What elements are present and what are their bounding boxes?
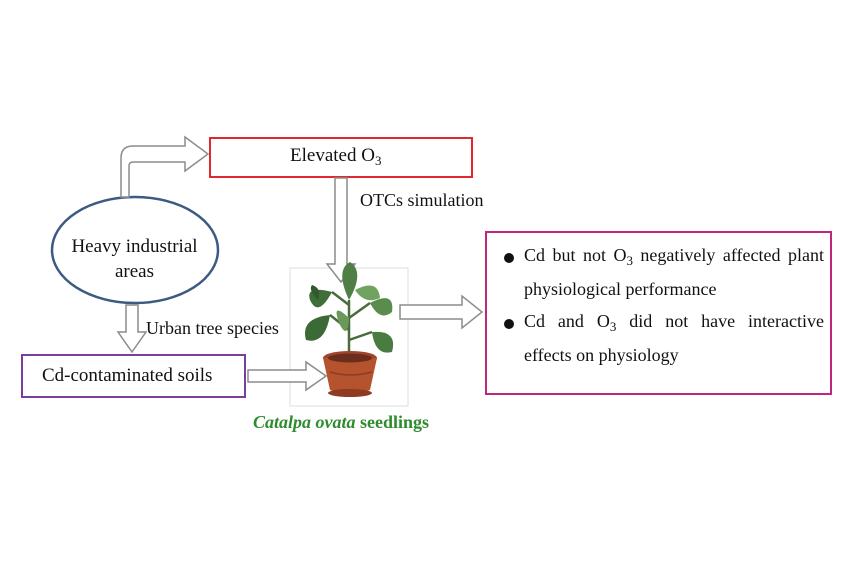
result-1-pre: Cd but not O: [524, 245, 627, 265]
arrow-seedling-to-results: [399, 294, 484, 330]
elevated-o3-box: [209, 137, 473, 178]
bullet-icon: [504, 319, 514, 329]
seedling-caption-rest: seedlings: [355, 412, 429, 432]
result-2-sub: 3: [609, 319, 617, 334]
heavy-industrial-ellipse: [50, 195, 220, 305]
result-1-post: negatively affected plant physiological …: [524, 245, 824, 299]
result-2-pre: Cd and O: [524, 311, 610, 331]
arrow-soils-to-seedling: [247, 360, 328, 392]
potted-plant-icon: [305, 262, 394, 397]
elevated-o3-label: Elevated O3: [290, 145, 381, 169]
cd-soils-box: [21, 354, 246, 398]
arrow-industrial-to-soils: [116, 304, 148, 354]
results-box: [485, 231, 832, 395]
arrow-industrial-to-o3: [120, 135, 210, 198]
otcs-simulation-label: OTCs simulation: [360, 190, 484, 210]
heavy-industrial-label: Heavy industrial areas: [52, 234, 217, 284]
elevated-o3-subscript: 3: [374, 153, 382, 168]
seedling-species-name: Catalpa ovata: [252, 412, 356, 432]
urban-tree-species-label: Urban tree species: [146, 318, 279, 338]
result-item-1: Cd but not O3 negatively affected plant …: [524, 241, 824, 304]
result-2-post: did not have interactive effects on phys…: [524, 311, 825, 365]
seedling-caption: Catalpa ovata seedlings: [216, 412, 466, 433]
result-1-sub: 3: [626, 253, 633, 268]
heavy-industrial-line2: areas: [114, 261, 155, 282]
heavy-industrial-line1: Heavy industrial: [71, 236, 198, 257]
cd-soils-label: Cd-contaminated soils: [42, 365, 213, 386]
bullet-icon: [504, 253, 514, 263]
results-panel: Cd but not O3 negatively affected plant …: [486, 232, 831, 394]
elevated-o3-text: Elevated O: [290, 145, 375, 166]
result-item-2: Cd and O3 did not have interactive effec…: [524, 307, 824, 370]
